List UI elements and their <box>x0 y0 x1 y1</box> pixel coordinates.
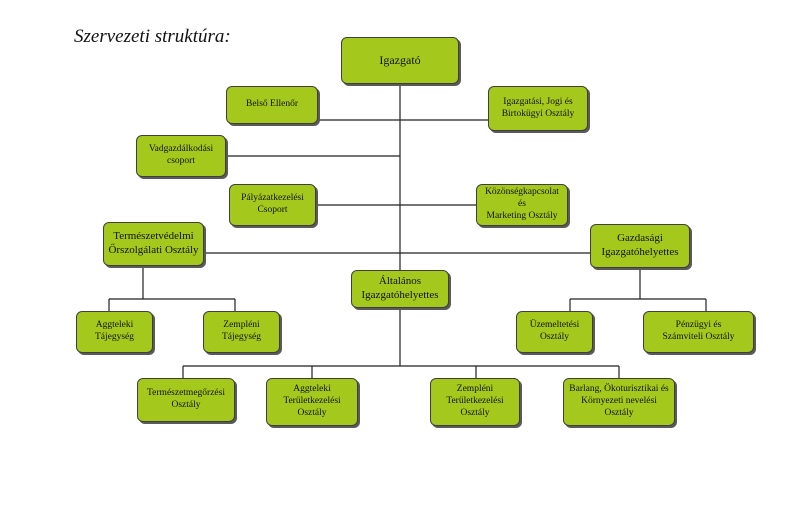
node-vadgazdalkodasi: Vadgazdálkodási csoport <box>136 135 226 177</box>
node-belso-ellenor: Belső Ellenőr <box>226 86 318 124</box>
node-uzemeltetesi: Üzemeltetési Osztály <box>516 311 593 353</box>
node-aggteleki-tajegyseg: Aggteleki Tájegység <box>76 311 153 353</box>
node-gazdasagi: Gazdasági Igazgatóhelyettes <box>590 224 690 268</box>
node-altalanos: Általános Igazgatóhelyettes <box>351 270 449 308</box>
node-barlang: Barlang, Ökoturisztikai és Környezeti ne… <box>563 378 675 426</box>
node-kozossegkapcsolat: Közönségkapcsolat és Marketing Osztály <box>476 184 568 226</box>
node-termeszetvedelmi: Természetvédelmi Őrszolgálati Osztály <box>103 222 204 266</box>
node-penzugyi: Pénzügyi és Számviteli Osztály <box>643 311 754 353</box>
node-igazgato: Igazgató <box>341 37 459 84</box>
node-zempleni-teruletkezelesi: Zempléni Területkezelési Osztály <box>430 378 520 426</box>
node-termeszetmegorzesi: Természetmegőrzési Osztály <box>137 378 235 422</box>
node-aggteleki-teruletkezelesi: Aggteleki Területkezelési Osztály <box>266 378 358 426</box>
node-zempleni-tajegyseg: Zempléni Tájegység <box>203 311 280 353</box>
node-palyazatkezelesi: Pályázatkezelési Csoport <box>229 184 316 226</box>
node-igazgatasi: Igazgatási, Jogi és Birtokügyi Osztály <box>488 86 588 131</box>
chart-title: Szervezeti struktúra: <box>74 26 231 47</box>
